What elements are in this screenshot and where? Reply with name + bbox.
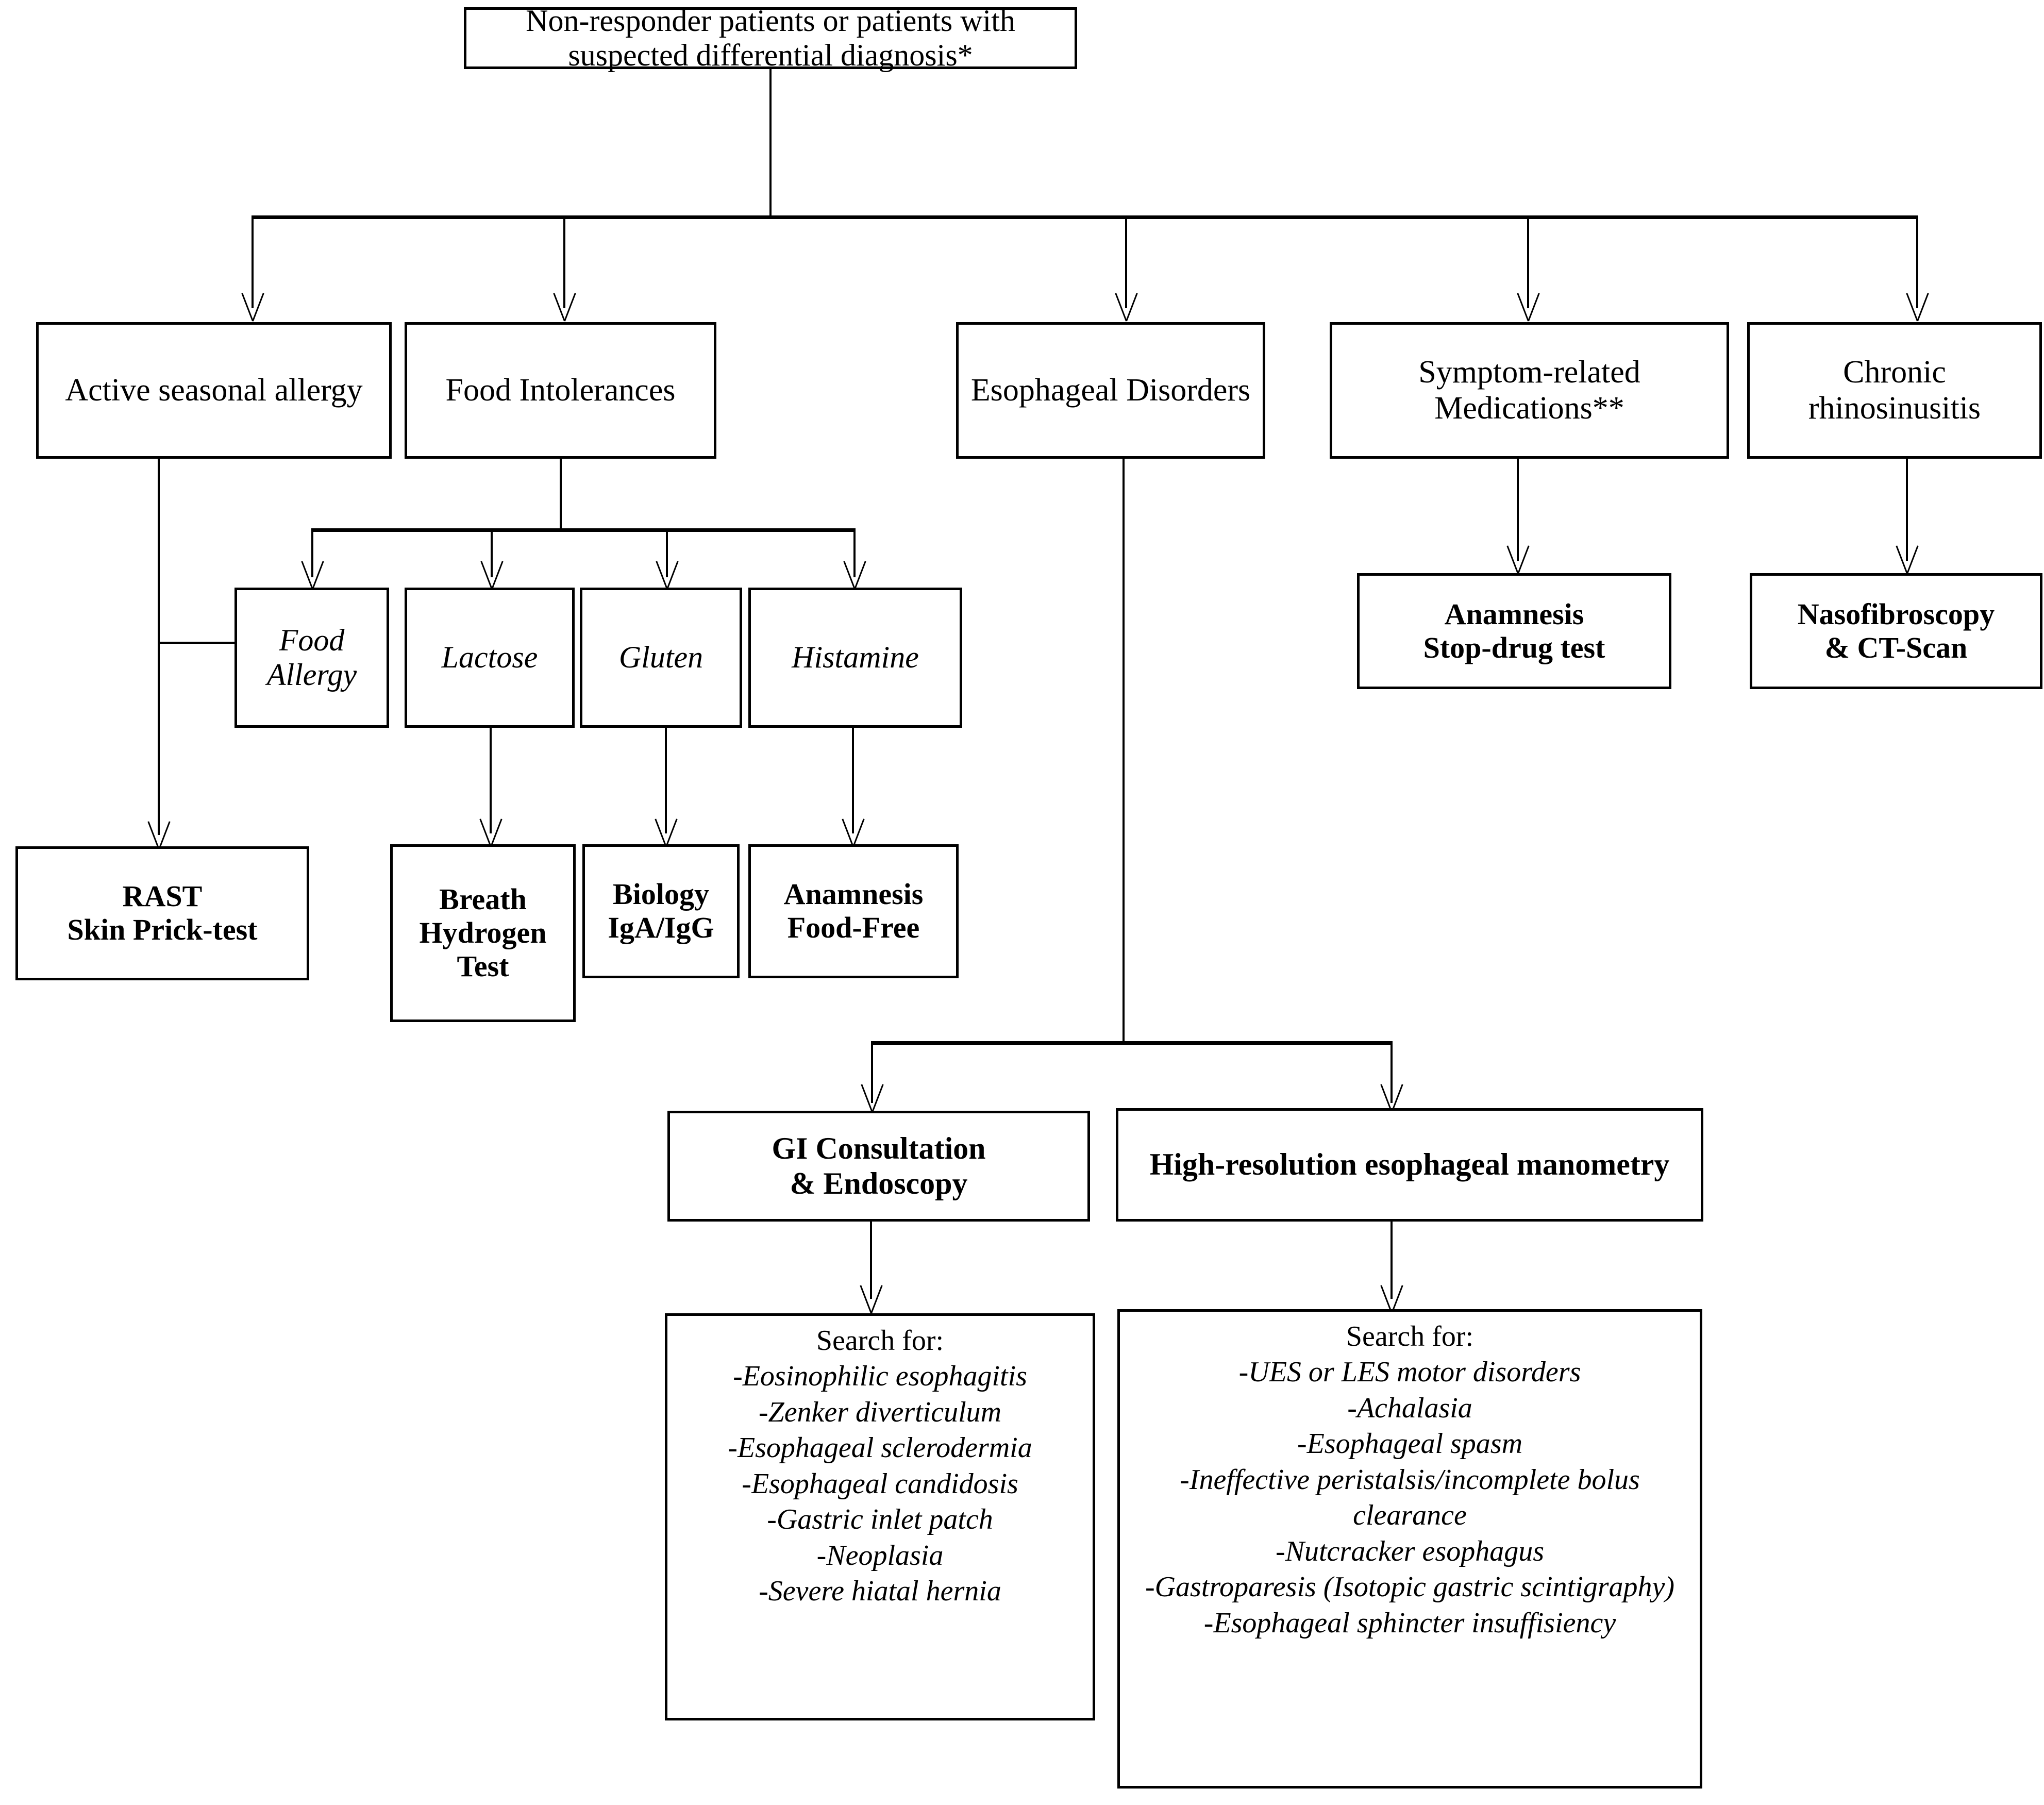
arrowhead-food-allergy <box>301 559 324 587</box>
node-breath-hydrogen-test-label: Breath Hydrogen Test <box>419 882 547 983</box>
list-item: -Eosinophilic esophagitis <box>733 1360 1027 1393</box>
connector-main-bus <box>252 215 1917 219</box>
list-item: -Esophageal spasm <box>1297 1428 1523 1460</box>
node-chronic-rhinosinusitis[interactable]: Chronic rhinosinusitis <box>1747 322 2042 459</box>
node-high-resolution-esophageal-manometry-label: High-resolution esophageal manometry <box>1149 1147 1670 1182</box>
node-biology-iga-igg-label: Biology IgA/IgG <box>608 877 714 944</box>
connector-root-stem <box>769 69 772 216</box>
node-food-allergy[interactable]: Food Allergy <box>234 588 389 728</box>
listbox-search-for-manometry[interactable]: Search for: -UES or LES motor disorders … <box>1117 1309 1702 1789</box>
connector-drop-gluten <box>666 528 668 577</box>
node-anamnesis-food-free[interactable]: Anamnesis Food-Free <box>748 844 959 978</box>
arrowhead-gluten <box>656 559 678 587</box>
node-esophageal-disorders[interactable]: Esophageal Disorders <box>956 322 1265 459</box>
node-gluten[interactable]: Gluten <box>580 588 742 728</box>
node-biology-iga-igg[interactable]: Biology IgA/IgG <box>582 844 740 978</box>
listbox-search-for-endoscopy[interactable]: Search for: -Eosinophilic esophagitis -Z… <box>665 1313 1095 1720</box>
node-histamine[interactable]: Histamine <box>748 588 962 728</box>
node-symptom-related-medications-label: Symptom-related Medications** <box>1418 355 1640 426</box>
connector-food-intolerances-stem <box>560 459 562 530</box>
connector-drop-lactose <box>491 528 493 577</box>
connector-intolerances-bus <box>311 528 856 532</box>
node-rast-skin-prick-test-label: RAST Skin Prick-test <box>67 879 258 946</box>
connector-drop-chronic-rhinosinusitis <box>1916 215 1918 308</box>
connector-manometry-to-search-list <box>1390 1222 1393 1299</box>
list-item: -Zenker diverticulum <box>758 1396 1002 1428</box>
arrowhead-food-intolerances <box>553 291 576 319</box>
connector-histamine-to-anamnesis <box>852 728 854 833</box>
arrowhead-anamnesis-stop-drug-test <box>1506 544 1529 572</box>
node-title-root[interactable]: Non-responder patients or patients with … <box>464 4 1077 72</box>
connector-food-allergy-tie <box>158 642 235 644</box>
list-item: -Esophageal sclerodermia <box>728 1432 1032 1464</box>
connector-drop-symptom-related-medications <box>1527 215 1529 308</box>
connector-drop-gi-consultation <box>871 1041 873 1103</box>
arrowhead-symptom-related-medications <box>1517 291 1539 319</box>
arrowhead-lactose <box>480 559 503 587</box>
arrowhead-active-seasonal-allergy <box>241 291 264 319</box>
node-rast-skin-prick-test[interactable]: RAST Skin Prick-test <box>15 846 309 980</box>
node-food-intolerances[interactable]: Food Intolerances <box>405 322 716 459</box>
node-active-seasonal-allergy[interactable]: Active seasonal allergy <box>36 322 392 459</box>
connector-esophageal-split-bus <box>871 1041 1393 1045</box>
node-esophageal-disorders-label: Esophageal Disorders <box>970 372 1251 408</box>
arrowhead-search-for-endoscopy <box>860 1283 882 1311</box>
connector-drop-active-seasonal-allergy <box>252 215 254 308</box>
connector-lactose-to-breath-test <box>490 728 492 833</box>
node-active-seasonal-allergy-label: Active seasonal allergy <box>65 372 363 408</box>
node-nasofibroscopy-ct-scan-label: Nasofibroscopy & CT-Scan <box>1797 597 1995 664</box>
node-title-root-label: Non-responder patients or patients with … <box>526 3 1015 72</box>
list-item: -Esophageal sphincter insuffisiency <box>1203 1607 1616 1639</box>
node-anamnesis-stop-drug-test[interactable]: Anamnesis Stop-drug test <box>1357 573 1671 689</box>
node-nasofibroscopy-ct-scan[interactable]: Nasofibroscopy & CT-Scan <box>1750 573 2042 689</box>
node-anamnesis-food-free-label: Anamnesis Food-Free <box>783 877 924 944</box>
node-symptom-related-medications[interactable]: Symptom-related Medications** <box>1330 322 1729 459</box>
node-breath-hydrogen-test[interactable]: Breath Hydrogen Test <box>390 844 576 1022</box>
connector-drop-histamine <box>853 528 856 577</box>
connector-gi-to-search-list <box>870 1222 872 1299</box>
node-food-intolerances-label: Food Intolerances <box>445 372 676 408</box>
connector-drop-esophageal-disorders <box>1125 215 1127 308</box>
list-item: -Severe hiatal hernia <box>759 1575 1001 1608</box>
connector-gluten-to-biology <box>665 728 667 833</box>
node-anamnesis-stop-drug-test-label: Anamnesis Stop-drug test <box>1423 597 1605 664</box>
node-histamine-label: Histamine <box>792 640 919 675</box>
list-item: -Gastroparesis (Isotopic gastric scintig… <box>1145 1571 1675 1603</box>
node-food-allergy-label: Food Allergy <box>266 623 357 692</box>
connector-drop-food-intolerances <box>563 215 565 308</box>
connector-medications-to-anamnesis-stop-drug <box>1517 459 1519 561</box>
arrowhead-nasofibroscopy-ct-scan <box>1896 544 1918 572</box>
arrowhead-anamnesis-food-free <box>842 817 864 845</box>
list-item: -UES or LES motor disorders <box>1238 1356 1581 1389</box>
node-gi-consultation-endoscopy[interactable]: GI Consultation & Endoscopy <box>667 1111 1090 1222</box>
arrowhead-breath-hydrogen-test <box>479 817 502 845</box>
node-gluten-label: Gluten <box>618 640 703 675</box>
connector-rhinosinusitis-to-nasofibroscopy <box>1906 459 1908 561</box>
list-item: -Esophageal candidosis <box>742 1467 1018 1500</box>
arrowhead-high-resolution-esophageal-manometry <box>1380 1082 1403 1110</box>
arrowhead-biology-iga-igg <box>655 817 677 845</box>
arrowhead-gi-consultation-endoscopy <box>861 1082 883 1110</box>
search-for-endoscopy-heading: Search for: <box>816 1325 944 1357</box>
node-high-resolution-esophageal-manometry[interactable]: High-resolution esophageal manometry <box>1116 1108 1703 1222</box>
arrowhead-esophageal-disorders <box>1115 291 1137 319</box>
list-item: -Neoplasia <box>816 1539 944 1572</box>
arrowhead-chronic-rhinosinusitis <box>1906 291 1929 319</box>
list-item: -Gastric inlet patch <box>767 1503 993 1536</box>
arrowhead-rast-skin-prick-test <box>147 820 170 847</box>
node-gi-consultation-endoscopy-label: GI Consultation & Endoscopy <box>772 1131 986 1200</box>
list-item: -Achalasia <box>1347 1392 1472 1424</box>
node-lactose-label: Lactose <box>441 640 538 675</box>
node-chronic-rhinosinusitis-label: Chronic rhinosinusitis <box>1808 355 1981 426</box>
list-item: -Ineffective peristalsis/incomplete bolu… <box>1180 1463 1640 1532</box>
node-lactose[interactable]: Lactose <box>405 588 575 728</box>
connector-drop-food-allergy <box>311 528 313 577</box>
arrowhead-histamine <box>843 559 866 587</box>
connector-esophageal-long-descent <box>1122 459 1125 1044</box>
connector-allergy-to-rast <box>158 459 160 835</box>
search-for-manometry-heading: Search for: <box>1346 1321 1474 1352</box>
connector-drop-manometry <box>1390 1041 1393 1103</box>
arrowhead-search-for-manometry <box>1380 1283 1403 1311</box>
list-item: -Nutcracker esophagus <box>1275 1535 1544 1567</box>
